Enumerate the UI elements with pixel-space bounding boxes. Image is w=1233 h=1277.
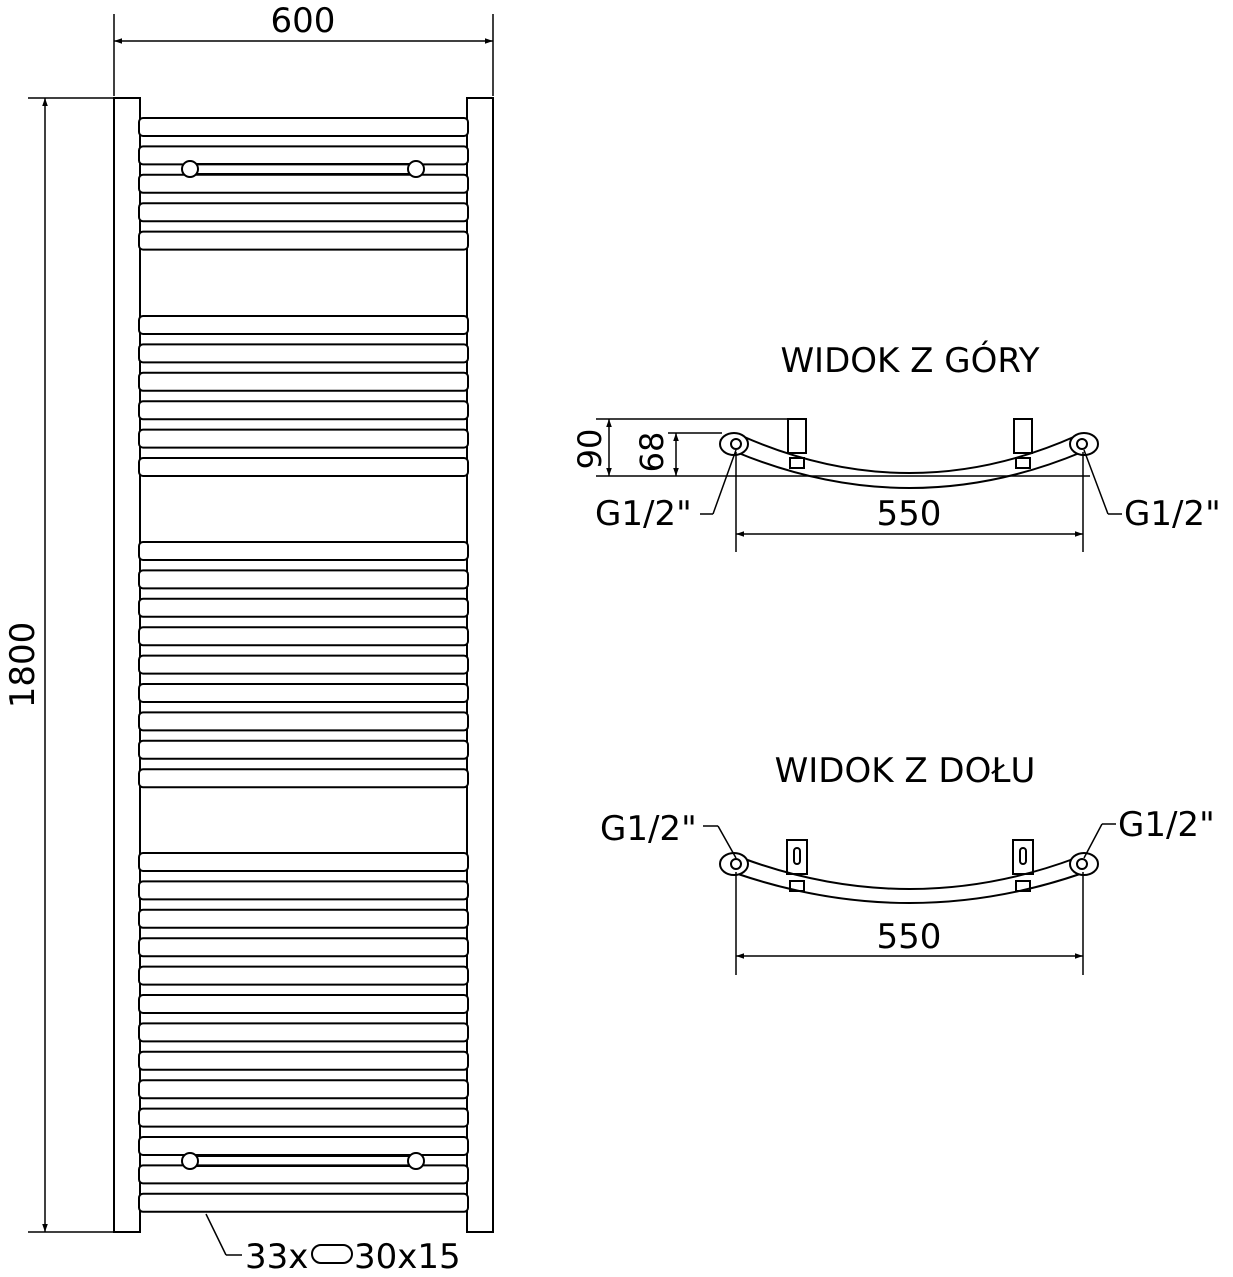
tube-bar bbox=[138, 880, 469, 901]
tube-bars bbox=[138, 117, 469, 1213]
tube-bar bbox=[138, 1192, 469, 1213]
bottom-spacing-label: 550 bbox=[877, 917, 942, 957]
width-dimension: 600 bbox=[113, 1, 494, 96]
tube-bar bbox=[138, 739, 469, 760]
depth-dimensions: 90 68 bbox=[571, 418, 1090, 477]
bottom-conn-right-label: G1/2" bbox=[1118, 805, 1215, 845]
tube-bar bbox=[138, 1022, 469, 1043]
tube-count-label: 33x bbox=[245, 1237, 308, 1277]
bracket-screw-icon bbox=[181, 1152, 199, 1170]
bottom-connection-labels: G1/2" G1/2" bbox=[600, 805, 1215, 859]
tube-bar bbox=[138, 994, 469, 1014]
wall-bracket-icon bbox=[786, 839, 808, 875]
bottom-view-title: WIDOK Z DOŁU bbox=[775, 751, 1036, 791]
top-spacing-label: 550 bbox=[877, 494, 942, 534]
tube-bar bbox=[138, 1107, 469, 1128]
bracket-nut-icon bbox=[789, 457, 805, 469]
tube-bar bbox=[138, 597, 469, 618]
top-conn-right-label: G1/2" bbox=[1124, 494, 1221, 534]
bracket-screw-icon bbox=[407, 1152, 425, 1170]
bottom-spacing-dimension: 550 bbox=[735, 872, 1084, 975]
left-rail bbox=[113, 97, 141, 1233]
top-conn-left-label: G1/2" bbox=[595, 494, 692, 534]
connector-left-icon bbox=[719, 852, 749, 876]
top-mounting-bracket bbox=[181, 160, 425, 178]
tube-bar bbox=[138, 768, 469, 789]
height-dimension: 1800 bbox=[3, 97, 140, 1233]
wall-bracket-icon bbox=[1012, 839, 1034, 875]
tube-bar bbox=[138, 654, 469, 675]
tube-bar bbox=[138, 1079, 469, 1100]
bottom-view: WIDOK Z DOŁU 550 G1/2" bbox=[600, 751, 1215, 975]
tube-bar bbox=[138, 1050, 469, 1071]
depth-outer-label: 90 bbox=[571, 429, 609, 470]
wall-bracket-icon bbox=[787, 418, 807, 454]
oval-profile-icon bbox=[311, 1244, 353, 1264]
front-view: 600 1800 33x bbox=[3, 1, 494, 1277]
bracket-nut-icon bbox=[789, 880, 805, 892]
tube-bar bbox=[138, 343, 469, 364]
connector-left-icon bbox=[719, 432, 749, 456]
tube-bar bbox=[138, 541, 469, 561]
tube-bar bbox=[138, 569, 469, 590]
tube-bar bbox=[138, 428, 469, 449]
top-spacing-dimension: 550 bbox=[735, 452, 1084, 552]
tube-bar bbox=[138, 626, 469, 647]
bracket-screw-icon bbox=[181, 160, 199, 178]
connector-right-icon bbox=[1069, 432, 1099, 456]
tube-bar bbox=[138, 457, 469, 477]
tube-bar bbox=[138, 117, 469, 137]
tube-bar bbox=[138, 202, 469, 223]
bracket-screw-icon bbox=[407, 160, 425, 178]
tube-bar bbox=[138, 683, 469, 703]
tube-bar bbox=[138, 400, 469, 421]
tube-bar bbox=[138, 711, 469, 732]
tube-size-label: 30x15 bbox=[354, 1237, 461, 1277]
bottom-mounting-bracket bbox=[181, 1152, 425, 1170]
bottom-conn-left-label: G1/2" bbox=[600, 809, 697, 849]
top-view-title: WIDOK Z GÓRY bbox=[780, 340, 1039, 381]
depth-inner-label: 68 bbox=[633, 432, 671, 473]
tube-note: 33x 30x15 bbox=[205, 1213, 461, 1277]
tube-bar bbox=[138, 965, 469, 986]
bracket-nut-icon bbox=[1015, 457, 1031, 469]
tube-bar bbox=[138, 371, 469, 392]
width-label: 600 bbox=[271, 1, 336, 41]
connector-right-icon bbox=[1069, 852, 1099, 876]
tube-bar bbox=[138, 908, 469, 929]
tube-bar bbox=[138, 937, 469, 958]
top-view: WIDOK Z GÓRY 90 68 bbox=[571, 340, 1221, 552]
right-rail bbox=[466, 97, 494, 1233]
wall-bracket-icon bbox=[1013, 418, 1033, 454]
tube-bar bbox=[138, 852, 469, 872]
height-label: 1800 bbox=[3, 622, 43, 709]
tube-bar bbox=[138, 230, 469, 251]
tube-bar bbox=[138, 315, 469, 335]
top-view-body bbox=[719, 418, 1099, 489]
bottom-view-body bbox=[719, 839, 1099, 904]
top-connection-labels: G1/2" G1/2" bbox=[595, 449, 1221, 534]
bracket-nut-icon bbox=[1015, 880, 1031, 892]
